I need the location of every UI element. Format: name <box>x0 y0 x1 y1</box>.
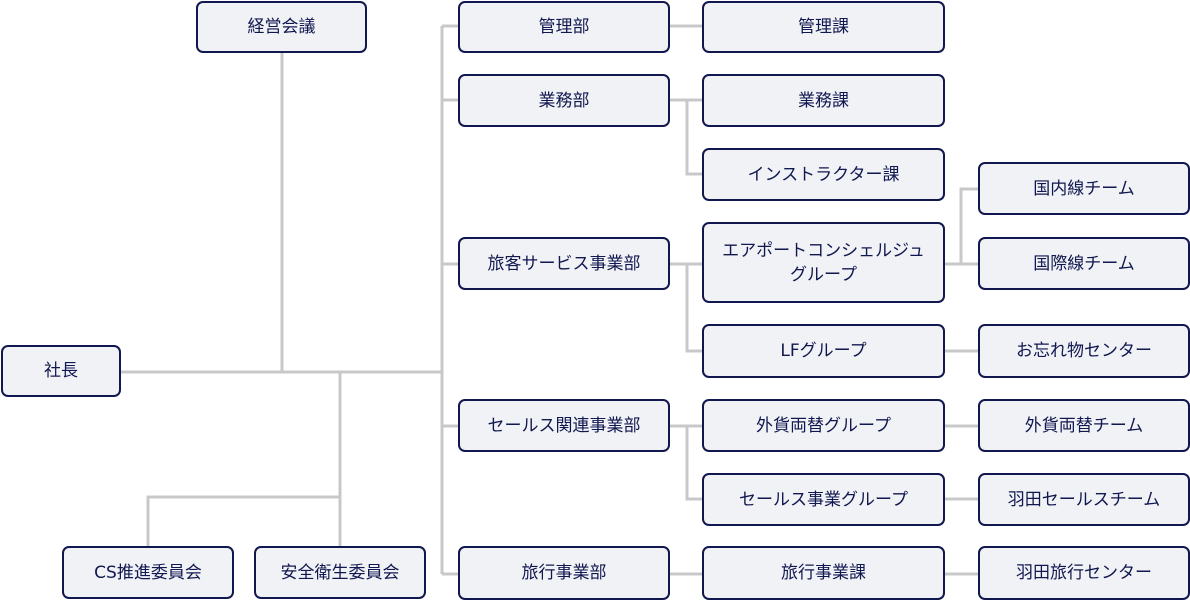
node-haneda-sales-team[interactable]: 羽田セールスチーム <box>978 473 1190 526</box>
node-domestic-team[interactable]: 国内線チーム <box>978 162 1190 215</box>
node-travel-section[interactable]: 旅行事業課 <box>702 546 945 600</box>
node-label: 経営会議 <box>247 17 316 37</box>
node-label: 管理部 <box>538 17 590 37</box>
connector-passenger <box>669 262 703 353</box>
node-cs-committee[interactable]: CS推進委員会 <box>62 546 234 599</box>
node-business-dept[interactable]: 業務部 <box>458 74 670 127</box>
connector-business <box>669 98 703 176</box>
node-label: 外貨両替グループ <box>756 415 891 436</box>
node-travel-dept[interactable]: 旅行事業部 <box>458 546 670 600</box>
node-currency-exchange-group[interactable]: 外貨両替グループ <box>702 399 945 452</box>
node-label: エアポートコンシェルジュ グループ <box>722 240 925 285</box>
node-label: 国内線チーム <box>1033 178 1135 199</box>
node-label: 羽田旅行センター <box>1016 563 1152 583</box>
node-label: 国際線チーム <box>1033 253 1135 274</box>
connector-sales <box>669 424 703 501</box>
connector-committees <box>146 372 342 546</box>
node-label: セールス関連事業部 <box>487 415 641 436</box>
node-label: 外貨両替チーム <box>1024 415 1144 436</box>
node-label: 社長 <box>44 361 78 381</box>
node-sales-business-group[interactable]: セールス事業グループ <box>702 473 945 526</box>
node-safety-committee[interactable]: 安全衛生委員会 <box>254 546 426 599</box>
node-label: 旅行事業部 <box>521 563 607 583</box>
node-sales-dept[interactable]: セールス関連事業部 <box>458 399 670 452</box>
node-business-section[interactable]: 業務課 <box>702 74 945 127</box>
node-lost-found-center[interactable]: お忘れ物センター <box>978 324 1190 378</box>
node-label: 業務課 <box>798 90 849 111</box>
node-admin-section[interactable]: 管理課 <box>702 1 945 53</box>
node-international-team[interactable]: 国際線チーム <box>978 237 1190 290</box>
node-management-council[interactable]: 経営会議 <box>196 1 367 53</box>
node-passenger-service-dept[interactable]: 旅客サービス事業部 <box>458 237 670 290</box>
connector-concierge <box>944 187 979 266</box>
node-label: 旅客サービス事業部 <box>487 253 641 274</box>
node-label: 業務部 <box>538 90 590 111</box>
node-president[interactable]: 社長 <box>1 345 121 397</box>
node-admin-dept[interactable]: 管理部 <box>458 1 670 53</box>
node-label: 安全衛生委員会 <box>280 562 400 583</box>
node-currency-exchange-team[interactable]: 外貨両替チーム <box>978 399 1190 452</box>
node-haneda-travel-center[interactable]: 羽田旅行センター <box>978 546 1190 600</box>
node-instructor-section[interactable]: インストラクター課 <box>702 148 945 201</box>
node-airport-concierge-group[interactable]: エアポートコンシェルジュ グループ <box>702 222 945 303</box>
node-label: 羽田セールスチーム <box>1007 489 1161 510</box>
node-label: LFグループ <box>780 341 867 361</box>
node-lf-group[interactable]: LFグループ <box>702 324 945 378</box>
node-label: セールス事業グループ <box>739 489 908 510</box>
node-label: インストラクター課 <box>747 164 900 185</box>
node-label: CS推進委員会 <box>94 562 202 583</box>
node-label: 管理課 <box>798 17 849 37</box>
connector-depts <box>442 24 459 576</box>
node-label: 旅行事業課 <box>781 563 866 583</box>
node-label: お忘れ物センター <box>1016 341 1152 361</box>
